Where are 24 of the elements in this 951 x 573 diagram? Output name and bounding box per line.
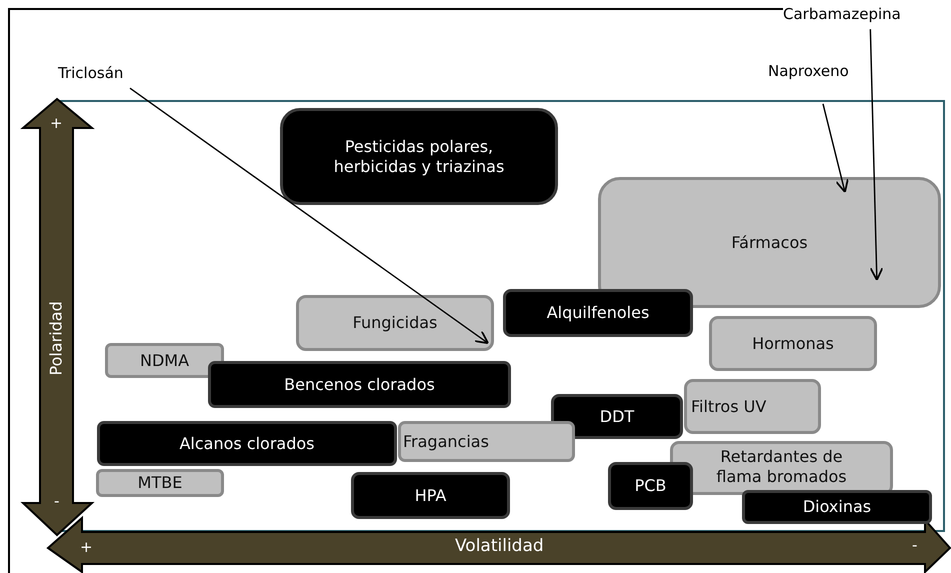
emerging-group-box: Hormonas [709, 316, 877, 371]
priority-group-box: PCB [608, 462, 693, 510]
priority-group-box: Alquilfenoles [503, 289, 693, 337]
axis-sign: + [50, 114, 63, 132]
emerging-group-box: Filtros UV [684, 379, 821, 434]
leader-arrow [822, 104, 849, 193]
emerging-group-box: Fármacos [598, 177, 941, 308]
priority-group-box: Dioxinas [742, 490, 932, 524]
emerging-group-box: MTBE [96, 469, 224, 497]
priority-group-box: Pesticidas polares, herbicidas y triazinas [280, 108, 558, 205]
emerging-group-box: NDMA [105, 343, 224, 378]
axis-sign: + [80, 538, 93, 556]
axis-label: Polaridad [46, 300, 66, 376]
axis-label: Volatilidad [455, 536, 544, 556]
priority-group-box: DDT [551, 394, 683, 439]
axis-sign: - [912, 536, 918, 554]
leader-arrow [870, 29, 884, 281]
priority-group-box: HPA [351, 472, 510, 519]
priority-group-box: Alcanos clorados [97, 421, 397, 466]
axis-sign: - [54, 492, 60, 510]
emerging-group-box: Fungicidas [296, 295, 494, 351]
priority-group-box: Bencenos clorados [208, 361, 511, 408]
emerging-group-box: Fragancias [398, 421, 575, 462]
leader-arrow [130, 88, 489, 344]
